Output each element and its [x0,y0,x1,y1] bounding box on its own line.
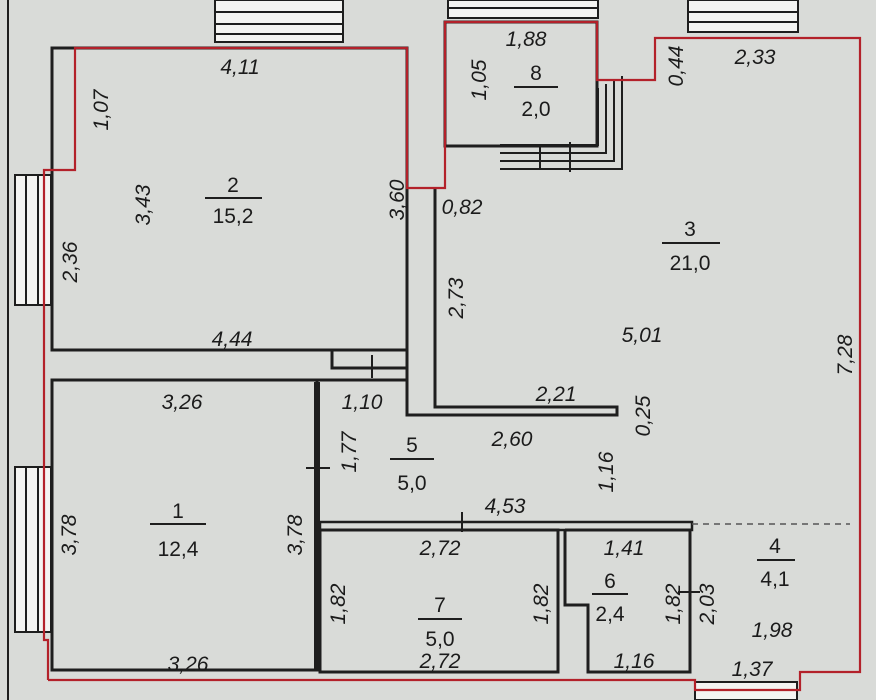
dimension-label: 1,10 [342,391,383,414]
dimension-label: 2,72 [419,650,461,673]
room-area: 5,0 [425,628,454,651]
dimension-label: 0,25 [632,395,655,436]
dimension-label: 1,88 [506,28,547,51]
dimension-label: 4,44 [212,328,253,351]
dimension-label: 1,82 [662,583,685,624]
dimension-label: 2,60 [491,428,533,451]
dimension-label: 2,03 [696,583,719,625]
room-area: 4,1 [760,568,789,591]
window-top-right [687,0,799,33]
room-area: 21,0 [670,252,711,275]
wall-room3-partition [405,188,619,417]
dimension-label: 1,37 [732,658,774,681]
room-number: 1 [172,500,184,523]
dimension-label: 1,82 [530,583,553,624]
dimension-label: 7,28 [834,334,857,375]
dimension-label: 0,82 [442,196,483,219]
dimension-label: 1,82 [327,583,350,624]
dimension-label: 0,44 [665,46,688,87]
window-left-room2 [14,174,52,306]
dimension-label: 3,26 [162,391,203,414]
room-area: 2,4 [595,603,625,626]
room-number: 6 [604,570,616,593]
dimension-label: 2,73 [445,277,468,319]
room-area: 5,0 [397,472,426,495]
dimension-label: 2,72 [419,537,461,560]
dimension-label: 1,16 [595,451,618,492]
window-left-room1 [14,466,52,633]
room-area: 2,0 [521,98,550,121]
room-number: 5 [406,434,418,457]
room-area: 12,4 [158,538,199,561]
room-number: 2 [227,174,239,197]
dimension-label: 3,78 [284,514,307,555]
window-top-left [214,0,344,43]
room-number: 4 [769,535,781,558]
dimension-labels: 4,11 4,44 3,26 1,10 3,26 1,88 2,33 0,82 … [58,28,857,681]
dimension-label: 1,98 [752,619,793,642]
dimension-label: 2,36 [59,241,82,283]
room-number: 3 [684,218,696,241]
dimension-label: 5,01 [622,324,663,347]
room-area: 15,2 [213,205,254,228]
dimension-label: 1,07 [90,88,113,130]
dimension-label: 3,78 [58,514,81,555]
dimension-label: 1,05 [468,59,491,100]
dimension-label: 1,41 [604,537,645,560]
dimension-label: 2,33 [734,46,776,69]
dimension-label: 2,21 [535,383,577,406]
dimension-label: 1,77 [338,430,361,472]
room-labels: 2 15,2 1 12,4 3 21,0 4 4,1 5 5,0 6 2,4 7… [150,62,795,651]
apartment-outline [42,20,862,692]
dimension-label: 3,60 [386,179,409,220]
wall-room6 [563,528,692,674]
room-number: 7 [434,594,446,617]
dimension-label: 4,11 [220,56,259,79]
room-number: 8 [530,62,542,85]
dimension-label: 4,53 [485,495,526,518]
dimension-label: 1,16 [614,650,655,673]
dimension-label: 3,43 [132,184,155,225]
dimension-label: 3,26 [168,653,209,676]
